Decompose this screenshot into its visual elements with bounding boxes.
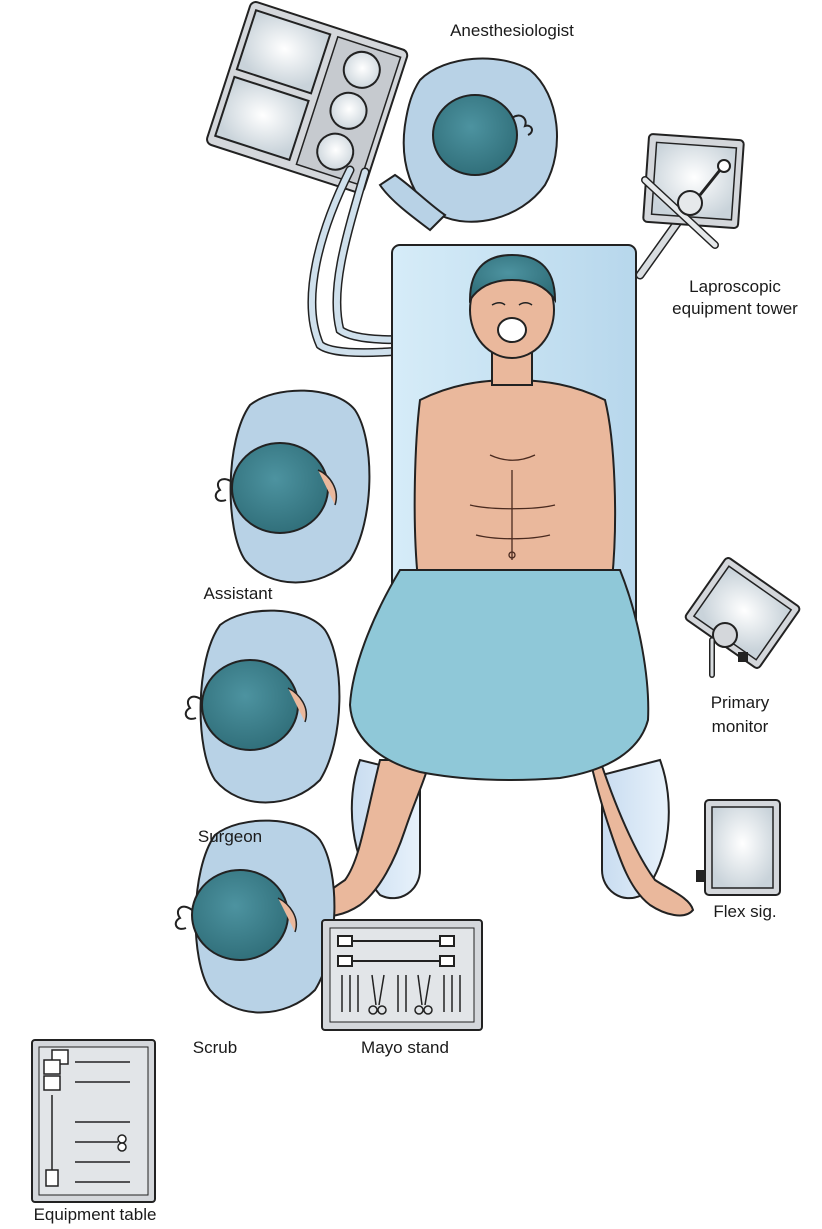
- flex-sig-monitor: [696, 800, 780, 895]
- assistant: [216, 391, 370, 583]
- anesthesia-machine: [205, 0, 408, 194]
- primary-monitor: [684, 556, 801, 675]
- label-assistant: Assistant: [183, 583, 293, 604]
- mayo-stand: [322, 920, 482, 1030]
- label-laparoscopic-tower-line1: Laproscopic: [660, 276, 810, 297]
- scrub: [176, 821, 335, 1013]
- surgeon: [186, 611, 340, 803]
- label-mayo-stand: Mayo stand: [325, 1037, 485, 1058]
- label-primary-monitor-line1: Primary: [690, 692, 790, 713]
- label-flex-sig: Flex sig.: [695, 901, 795, 922]
- label-scrub: Scrub: [165, 1037, 265, 1058]
- laparoscopic-tower: [640, 134, 744, 275]
- label-laparoscopic-tower-line2: equipment tower: [660, 298, 810, 319]
- label-primary-monitor-line2: monitor: [690, 716, 790, 737]
- anesthesiologist: [380, 59, 557, 230]
- equipment-table: [32, 1040, 155, 1202]
- label-anesthesiologist: Anesthesiologist: [432, 20, 592, 41]
- label-surgeon: Surgeon: [180, 826, 280, 847]
- label-equipment-table: Equipment table: [0, 1204, 190, 1225]
